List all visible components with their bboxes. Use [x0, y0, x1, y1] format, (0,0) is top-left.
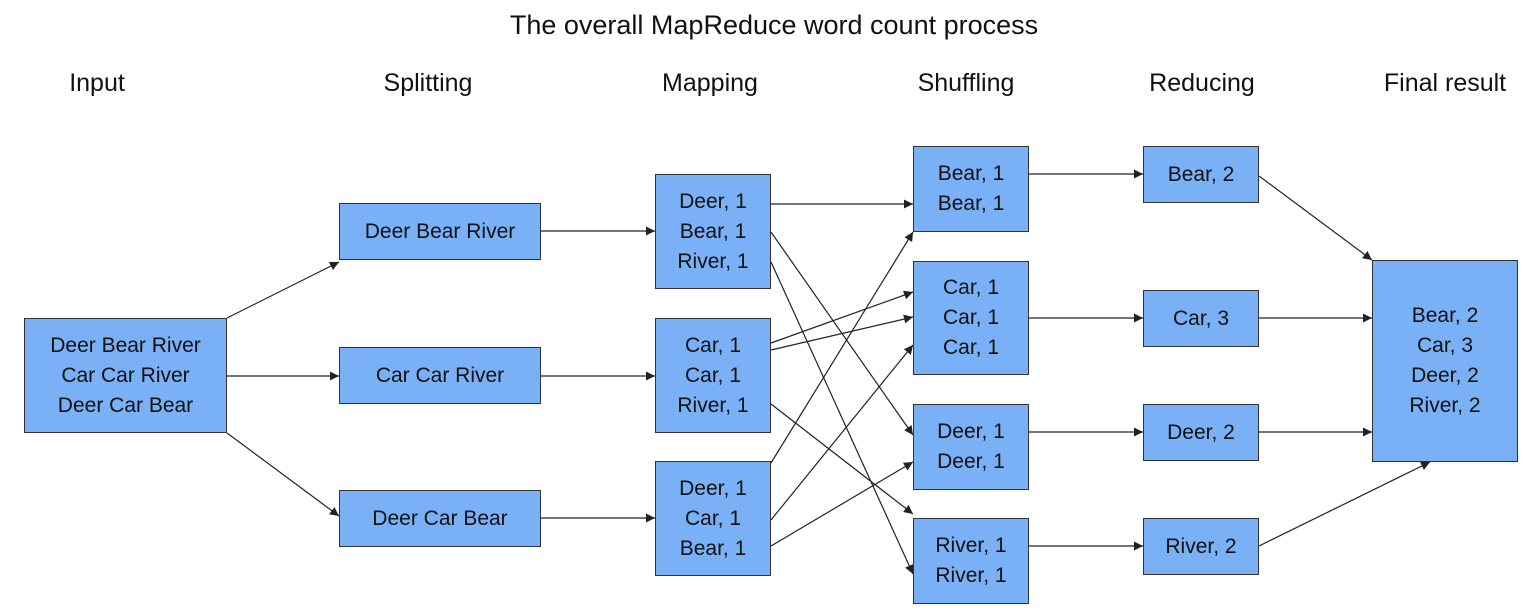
map-line: Deer, 1	[679, 476, 747, 500]
map-line: Bear, 1	[679, 219, 747, 243]
reduce-line: Car, 3	[1172, 306, 1230, 330]
split-line: Deer Car Bear	[372, 506, 508, 530]
split-line: Car Car River	[375, 363, 505, 387]
final-line: Bear, 2	[1411, 304, 1479, 327]
stage-label-input: Input	[69, 69, 125, 97]
split-box-1: Deer Bear River	[339, 203, 541, 260]
reduce-box-car: Car, 3	[1143, 290, 1259, 347]
reduce-box-bear: Bear, 2	[1143, 146, 1259, 203]
map-line: Deer, 1	[679, 189, 747, 213]
reduce-line: River, 2	[1165, 534, 1237, 558]
arrow-input-to-split-1	[226, 261, 340, 319]
arrow-reduce-river-to-final	[1258, 461, 1431, 547]
shuffle-box-deer: Deer, 1 Deer, 1	[913, 404, 1029, 490]
reduce-box-deer: Deer, 2	[1143, 404, 1259, 461]
shuffle-line: River, 1	[935, 564, 1007, 587]
shuffle-line: Car, 1	[942, 306, 1000, 329]
shuffle-line: River, 1	[935, 534, 1007, 557]
map-box-2: Car, 1 Car, 1 River, 1	[655, 318, 771, 433]
stage-label-reducing: Reducing	[1149, 69, 1255, 97]
input-box: Deer Bear River Car Car River Deer Car B…	[24, 318, 227, 433]
arrow-map-3-to-shuffle-bear	[770, 231, 914, 464]
final-line: Deer, 2	[1411, 364, 1479, 387]
shuffle-box-car: Car, 1 Car, 1 Car, 1	[913, 261, 1029, 375]
stage-label-final-result: Final result	[1383, 69, 1507, 97]
stage-label-splitting: Splitting	[383, 69, 473, 97]
map-line: Car, 1	[684, 333, 742, 357]
arrow-map-2-to-shuffle-river	[770, 403, 914, 515]
arrow-map-3-to-shuffle-car	[770, 344, 914, 521]
map-box-3: Deer, 1 Car, 1 Bear, 1	[655, 461, 771, 576]
input-line: Deer Bear River	[50, 333, 201, 357]
shuffle-line: Bear, 1	[937, 192, 1005, 215]
map-line: River, 1	[677, 249, 749, 273]
shuffle-line: Bear, 1	[937, 162, 1005, 185]
arrow-map-2-to-shuffle-car-b	[770, 314, 914, 351]
map-line: River, 1	[677, 393, 749, 417]
shuffle-line: Deer, 1	[937, 420, 1005, 443]
reduce-box-river: River, 2	[1143, 518, 1259, 575]
input-line: Car Car River	[61, 363, 190, 387]
reduce-line: Bear, 2	[1167, 162, 1235, 186]
map-box-1: Deer, 1 Bear, 1 River, 1	[655, 174, 771, 289]
stage-label-shuffling: Shuffling	[917, 69, 1015, 97]
arrow-input-to-split-3	[226, 432, 340, 517]
split-box-3: Deer Car Bear	[339, 490, 541, 547]
final-line: River, 2	[1409, 394, 1481, 417]
map-line: Bear, 1	[679, 536, 747, 560]
input-line: Deer Car Bear	[57, 393, 194, 417]
shuffle-box-river: River, 1 River, 1	[913, 518, 1029, 604]
shuffle-box-bear: Bear, 1 Bear, 1	[913, 146, 1029, 232]
arrow-map-2-to-shuffle-car-a	[770, 290, 914, 344]
map-line: Car, 1	[684, 506, 742, 530]
shuffle-line: Deer, 1	[937, 450, 1005, 473]
diagram-title: The overall MapReduce word count process	[509, 10, 1039, 40]
arrow-map-1-to-shuffle-river	[770, 261, 914, 575]
split-line: Deer Bear River	[364, 219, 516, 243]
final-result-box: Bear, 2 Car, 3 Deer, 2 River, 2	[1372, 260, 1518, 462]
shuffle-line: Car, 1	[942, 336, 1000, 359]
arrow-map-3-to-shuffle-deer	[770, 461, 914, 547]
reduce-line: Deer, 2	[1167, 420, 1235, 444]
shuffle-line: Car, 1	[942, 276, 1000, 299]
arrow-reduce-bear-to-final	[1258, 175, 1373, 261]
stage-label-mapping: Mapping	[662, 69, 758, 97]
split-box-2: Car Car River	[339, 347, 541, 404]
map-line: Car, 1	[684, 363, 742, 387]
final-line: Car, 3	[1416, 334, 1474, 357]
